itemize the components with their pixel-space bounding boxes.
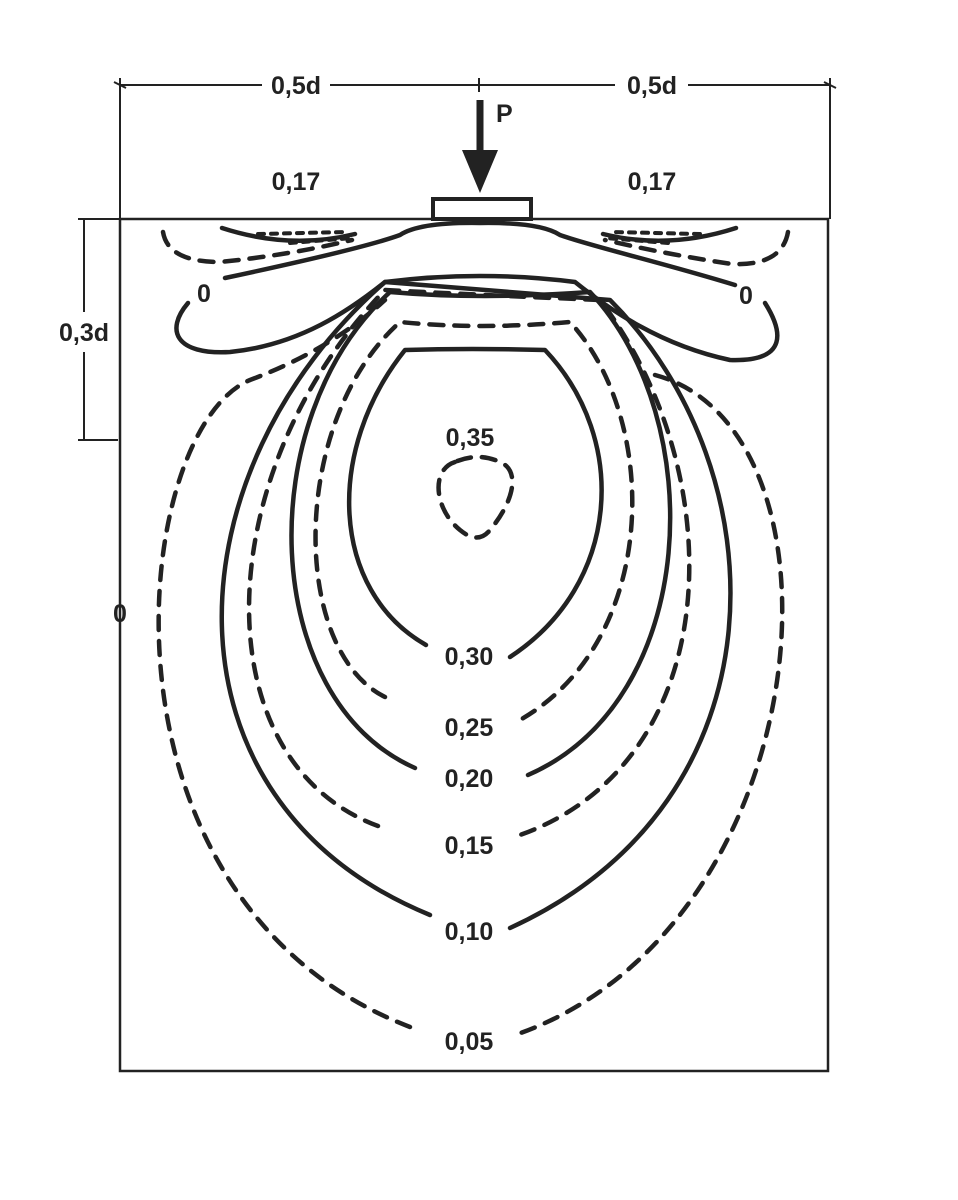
contour-035	[436, 454, 515, 540]
surface-band-upper	[222, 220, 738, 288]
surface-hatch-left	[256, 230, 354, 245]
contour-label-010: 0,10	[445, 918, 494, 946]
top-dimension-line	[113, 78, 837, 219]
dimension-depth: 0,3d	[59, 319, 109, 347]
contour-005	[156, 297, 785, 1038]
zero-label-side-left: 0	[113, 600, 127, 628]
load-label: P	[496, 100, 513, 128]
contour-label-025: 0,25	[445, 714, 494, 742]
loading-pad	[431, 197, 533, 221]
contour-label-035: 0,35	[446, 424, 495, 452]
contour-label-015: 0,15	[445, 832, 494, 860]
zero-label-upper-right: 0	[739, 282, 753, 310]
surface-value-right: 0,17	[628, 168, 677, 196]
surface-band-left-small	[219, 225, 358, 243]
contour-label-005: 0,05	[445, 1028, 494, 1056]
contour-025	[313, 319, 635, 723]
surface-band-right-small	[600, 225, 739, 243]
surface-hatch-right	[604, 230, 702, 245]
surface-dashed-right	[602, 229, 791, 267]
contour-label-030: 0,30	[445, 643, 494, 671]
dimension-right-half: 0,5d	[627, 72, 677, 100]
contour-030	[346, 346, 604, 660]
depth-dimension-line	[78, 218, 120, 441]
contour-zero-upper	[174, 273, 780, 363]
surface-dashed-left	[160, 229, 355, 265]
contour-label-020: 0,20	[445, 765, 494, 793]
load-arrow	[462, 100, 498, 193]
contour-010	[219, 279, 733, 931]
zero-label-upper-left: 0	[197, 280, 211, 308]
contour-015	[246, 287, 692, 838]
contour-020	[289, 289, 673, 778]
surface-value-left: 0,17	[272, 168, 321, 196]
dimension-left-half: 0,5d	[271, 72, 321, 100]
